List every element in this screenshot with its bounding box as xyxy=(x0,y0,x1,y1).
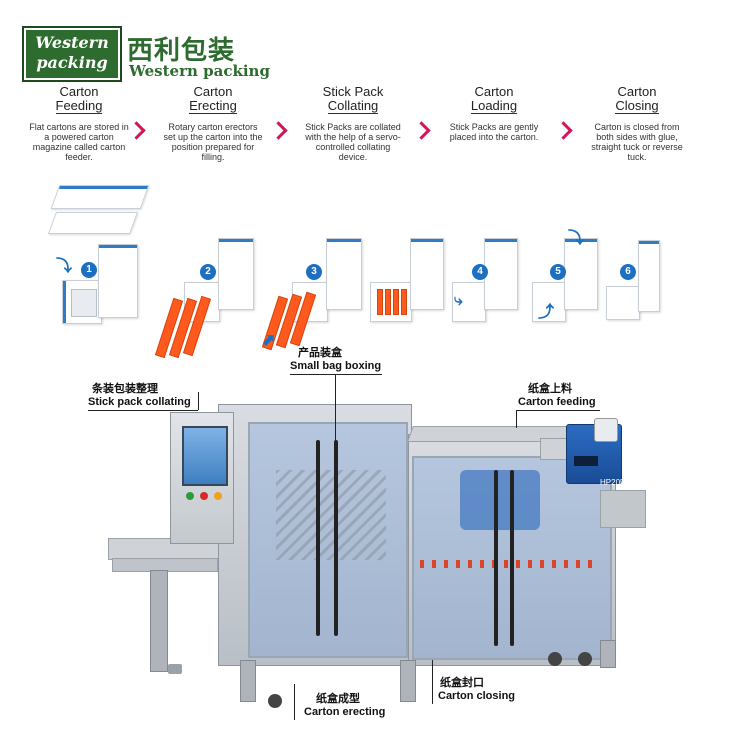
label-stick-pack-collating-en: Stick pack collating xyxy=(88,396,191,408)
carton-body-illustration xyxy=(564,238,598,310)
callout-line xyxy=(198,392,199,410)
closing-carton-illustration xyxy=(532,282,566,322)
caster-wheel xyxy=(548,652,562,666)
step-number-badge: 6 xyxy=(620,264,636,280)
push-arrow-icon: ⬈ xyxy=(262,332,276,349)
label-carton-erecting-cn: 纸盒成型 xyxy=(316,692,360,705)
step-number-badge: 4 xyxy=(472,264,488,280)
callout-line xyxy=(516,410,600,411)
curved-arrow-icon: ⤵ xyxy=(56,258,73,275)
label-carton-erecting-en: Carton erecting xyxy=(304,706,386,718)
touch-screen[interactable] xyxy=(182,426,228,486)
logo-box-line2: packing xyxy=(36,53,108,72)
label-carton-closing-en: Carton closing xyxy=(438,690,516,702)
step-desc-carton-feeding: Flat cartons are stored in a powered car… xyxy=(29,122,129,162)
fold-arrow-icon: ⤵ xyxy=(568,230,585,247)
machine-leg xyxy=(600,640,616,668)
closing-carton-illustration xyxy=(452,282,486,322)
caster-wheel xyxy=(268,694,282,708)
fold-arrow-icon: ⤷ xyxy=(454,292,463,309)
closed-carton-illustration xyxy=(606,286,640,320)
glue-tank xyxy=(594,418,618,442)
label-small-bag-boxing-cn: 产品装盒 xyxy=(298,346,342,359)
chevron-right-icon xyxy=(127,121,146,140)
carton-body-illustration xyxy=(98,244,138,318)
carton-body-illustration xyxy=(410,238,444,310)
step-number-badge: 3 xyxy=(306,264,322,280)
infeed-bracket xyxy=(600,490,646,528)
open-carton-illustration xyxy=(370,282,412,322)
logo-english-name: Western packing xyxy=(129,62,270,80)
flat-carton-illustration xyxy=(47,212,139,234)
label-small-bag-boxing-en: Small bag boxing xyxy=(290,360,382,372)
conveyor-leg xyxy=(150,570,168,672)
brand-logo-box: Western packing xyxy=(22,26,122,82)
collating-mechanism xyxy=(276,470,386,560)
caster-wheel xyxy=(578,652,592,666)
carton-body-illustration xyxy=(218,238,254,310)
glue-unit-model-label: HP205A xyxy=(600,478,630,487)
step-desc-carton-closing: Carton is closed from both sides with gl… xyxy=(591,122,683,162)
stop-button[interactable] xyxy=(200,492,208,500)
callout-line xyxy=(294,684,295,720)
label-carton-feeding-en: Carton feeding xyxy=(518,396,596,408)
start-button[interactable] xyxy=(186,492,194,500)
reset-button[interactable] xyxy=(214,492,222,500)
label-stick-pack-collating-cn: 条装包装整理 xyxy=(92,382,158,395)
servo-mechanism xyxy=(460,470,540,530)
step-number-badge: 5 xyxy=(550,264,566,280)
machine-leg xyxy=(240,660,256,702)
step-number-badge: 2 xyxy=(200,264,216,280)
chevron-right-icon xyxy=(269,121,288,140)
label-carton-feeding-cn: 纸盒上料 xyxy=(528,382,572,395)
door-handle[interactable] xyxy=(510,470,514,646)
chevron-right-icon xyxy=(554,121,573,140)
glue-unit-display xyxy=(574,456,598,466)
carton-body-illustration xyxy=(638,240,660,312)
step-desc-carton-loading: Stick Packs are gently placed into the c… xyxy=(449,122,539,142)
step-desc-stick-pack-collating: Stick Packs are collated with the help o… xyxy=(305,122,401,162)
callout-line xyxy=(335,374,336,464)
step-desc-carton-erecting: Rotary carton erectors set up the carton… xyxy=(163,122,263,162)
open-carton-illustration xyxy=(62,280,102,324)
label-carton-closing-cn: 纸盒封口 xyxy=(440,676,484,689)
callout-line xyxy=(290,374,382,375)
carton-body-illustration xyxy=(484,238,518,310)
door-handle[interactable] xyxy=(494,470,498,646)
callout-line xyxy=(432,660,433,704)
fold-arrow-icon: ⤴ xyxy=(538,304,555,321)
flat-carton-illustration xyxy=(50,185,150,209)
carton-body-illustration xyxy=(326,238,362,310)
door-handle[interactable] xyxy=(316,440,320,636)
step-number-badge: 1 xyxy=(81,262,97,278)
door-handle[interactable] xyxy=(334,440,338,636)
machine-leg xyxy=(400,660,416,702)
callout-line xyxy=(516,410,517,428)
foot-pad xyxy=(168,664,182,674)
logo-chinese-name: 西利包装 xyxy=(127,36,236,66)
logo-box-line1: Western xyxy=(35,33,109,52)
callout-line xyxy=(88,410,198,411)
chevron-right-icon xyxy=(412,121,431,140)
